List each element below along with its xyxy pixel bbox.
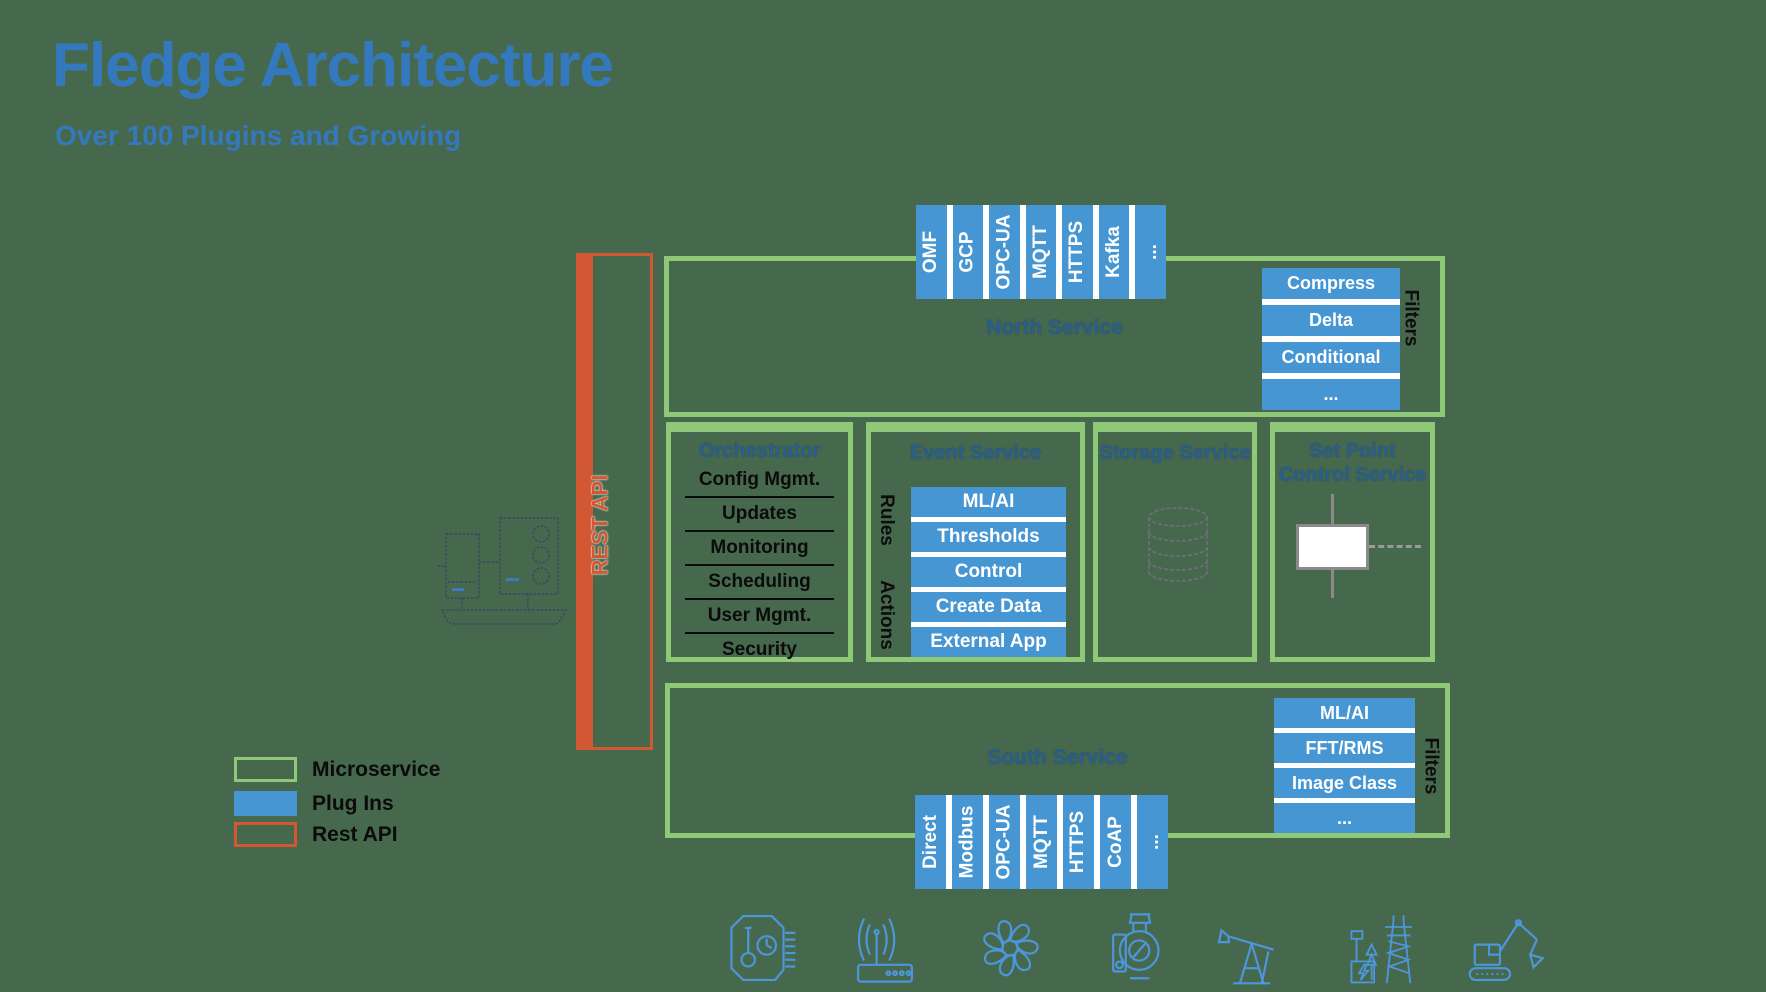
south-filter-more: ... — [1274, 803, 1415, 833]
event-block-thresholds: Thresholds — [911, 522, 1066, 552]
separator — [684, 496, 835, 498]
event-actions-label: Actions — [876, 580, 897, 650]
legend-plugins-label: Plug Ins — [312, 791, 394, 815]
south-plugin-bar: Direct Modbus OPC-UA MQTT HTTPS CoAP ... — [915, 795, 1168, 889]
event-block-externalapp: External App — [911, 627, 1066, 657]
event-service-box — [866, 422, 1085, 662]
storage-service-box — [1093, 422, 1257, 662]
setpoint-title-line1: Set Point — [1309, 440, 1396, 462]
water-pump-icon — [1092, 906, 1178, 990]
orchestrator-item-usermgmt: User Mgmt. — [707, 605, 812, 626]
page-title: Fledge Architecture — [52, 31, 614, 100]
north-plugin-gcp: GCP — [952, 205, 984, 299]
rest-api-label: REST API — [587, 474, 612, 575]
south-service-title: South Service — [987, 746, 1128, 769]
event-block-control: Control — [911, 557, 1066, 587]
north-service-title: North Service — [986, 316, 1123, 339]
orchestrator-title: Orchestrator — [698, 440, 821, 462]
setpoint-service-box — [1270, 422, 1435, 662]
north-plugin-https: HTTPS — [1062, 205, 1093, 299]
south-plugin-mqtt: MQTT — [1026, 795, 1057, 889]
legend-microservice-swatch — [234, 757, 297, 782]
south-plugin-https: HTTPS — [1063, 795, 1094, 889]
event-blocks: ML/AI Thresholds Control Create Data Ext… — [911, 487, 1066, 657]
south-filter-stack: ML/AI FFT/RMS Image Class ... — [1274, 698, 1415, 833]
separator — [684, 530, 835, 532]
south-filter-fftrms: FFT/RMS — [1274, 733, 1415, 763]
database-icon — [1146, 506, 1210, 586]
north-plugin-mqtt: MQTT — [1025, 205, 1057, 299]
event-block-createdata: Create Data — [911, 592, 1066, 622]
setpoint-dashed-line — [1369, 545, 1421, 548]
legend-microservice-label: Microservice — [312, 757, 441, 781]
orchestrator-item-security: Security — [722, 639, 797, 660]
north-plugin-more: ... — [1135, 205, 1167, 299]
event-rules-label: Rules — [876, 494, 897, 546]
orchestrator-item-monitoring: Monitoring — [710, 537, 809, 558]
thermostat-controller-icon — [717, 906, 803, 990]
north-plugin-omf: OMF — [916, 205, 947, 299]
south-plugin-more: ... — [1137, 795, 1168, 889]
north-plugin-opcua: OPC-UA — [989, 205, 1020, 299]
north-filter-more: ... — [1262, 379, 1400, 410]
rest-api-bar — [576, 253, 590, 750]
legend-plugins-swatch — [234, 791, 297, 816]
south-plugin-modbus: Modbus — [952, 795, 983, 889]
separator — [684, 598, 835, 600]
orchestrator-item-config: Config Mgmt. — [698, 469, 821, 490]
north-plugin-bar: OMF GCP OPC-UA MQTT HTTPS Kafka ... — [916, 205, 1167, 299]
orchestrator-box — [666, 422, 853, 662]
south-plugin-direct: Direct — [915, 795, 946, 889]
legend-restapi-label: Rest API — [312, 822, 398, 846]
south-filter-imageclass: Image Class — [1274, 768, 1415, 798]
north-plugin-kafka: Kafka — [1098, 205, 1130, 299]
oil-pumpjack-icon — [1207, 906, 1293, 990]
separator — [684, 564, 835, 566]
industrial-fan-icon — [967, 906, 1053, 990]
setpoint-title-line2: Control Service — [1278, 464, 1427, 486]
north-filter-conditional: Conditional — [1262, 342, 1400, 373]
storage-service-title: Storage Service — [1099, 442, 1251, 464]
orchestrator-item-scheduling: Scheduling — [708, 571, 811, 592]
orchestrator-item-updates: Updates — [722, 503, 797, 524]
south-filters-label: Filters — [1421, 737, 1442, 795]
rest-api-outline-box — [590, 253, 653, 750]
power-transmission-icon — [1332, 906, 1418, 990]
edge-device-icon — [438, 512, 570, 628]
legend-restapi-swatch — [234, 822, 297, 847]
setpoint-block — [1296, 524, 1369, 570]
south-filter-mlai: ML/AI — [1274, 698, 1415, 728]
page-subtitle: Over 100 Plugins and Growing — [55, 120, 462, 151]
north-filter-compress: Compress — [1262, 268, 1400, 299]
north-filter-delta: Delta — [1262, 305, 1400, 336]
excavator-icon — [1462, 906, 1548, 990]
event-block-mlai: ML/AI — [911, 487, 1066, 517]
south-plugin-opcua: OPC-UA — [989, 795, 1020, 889]
event-service-title: Event Service — [909, 442, 1042, 464]
north-filters-label: Filters — [1401, 289, 1422, 347]
orchestrator-items: Config Mgmt. Updates Monitoring Scheduli… — [678, 464, 841, 666]
south-plugin-coap: CoAP — [1100, 795, 1131, 889]
separator — [684, 632, 835, 634]
north-filter-stack: Compress Delta Conditional ... — [1262, 268, 1400, 410]
wifi-router-icon — [842, 906, 928, 990]
